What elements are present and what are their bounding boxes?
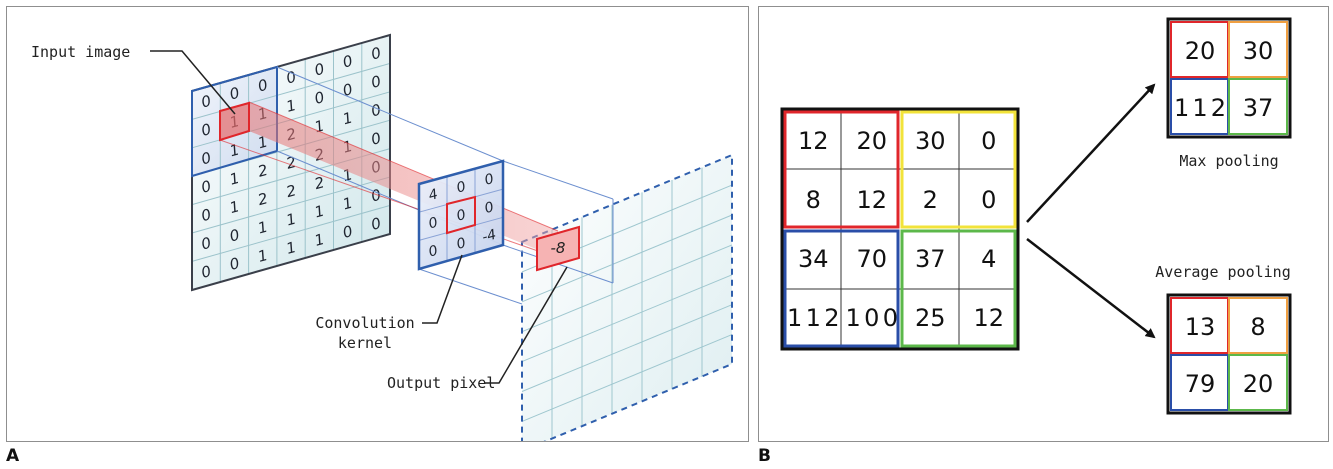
kernel-weight-value: 0 — [455, 207, 468, 225]
kernel-weight-value: 0 — [483, 171, 496, 189]
kernel-weight-value: 0 — [427, 243, 440, 261]
pooling-arrows — [1026, 83, 1156, 339]
input-pixel-value: 1 — [284, 238, 298, 258]
input-pixel-value: 1 — [313, 230, 327, 250]
max-pooling-label: Max pooling — [1179, 152, 1278, 170]
input-pixel-value: 0 — [228, 84, 242, 104]
input-pixel-value: 2 — [256, 189, 270, 209]
input-pixel-value: 0 — [199, 262, 213, 282]
pooling-input-value: 37 — [915, 245, 946, 273]
average-pooling-value: 8 — [1250, 313, 1265, 341]
input-pixel-value: 0 — [369, 100, 383, 120]
kernel-weight-value: 0 — [427, 215, 440, 233]
input-pixel-value: 0 — [369, 44, 383, 64]
average-pooling-label: Average pooling — [1155, 263, 1290, 281]
input-pixel-value: 1 — [228, 140, 242, 160]
input-pixel-value: 1 — [228, 169, 242, 189]
input-pixel-value: 0 — [341, 52, 355, 72]
input-pixel-value: 0 — [199, 234, 213, 254]
average-pooling-value: 79 — [1185, 370, 1216, 398]
pooling-input-value: 2 — [923, 186, 938, 214]
input-receptive-field-highlight — [219, 101, 250, 142]
max-pooling-value: 112 — [1174, 94, 1226, 122]
kernel-center-highlight — [446, 195, 476, 235]
average-pooling-value: 20 — [1243, 370, 1274, 398]
input-pixel-value: 0 — [369, 72, 383, 92]
input-pixel-value: 0 — [199, 205, 213, 225]
input-pixel-value: 0 — [313, 88, 327, 108]
quadrant-top-left — [783, 110, 900, 229]
arrow-to-max-pooling — [1026, 83, 1156, 223]
input-image-label: Input image — [31, 43, 130, 61]
input-pixel-value: 0 — [199, 120, 213, 140]
input-pixel-value: 1 — [284, 210, 298, 230]
input-pixel-value: 1 — [341, 194, 355, 214]
panel-a-letter: A — [6, 446, 20, 466]
input-pixel-value: 0 — [341, 222, 355, 242]
input-pixel-value: 0 — [199, 92, 213, 112]
pooling-input-value: 20 — [856, 127, 887, 155]
pooling-input-value: 12 — [798, 127, 829, 155]
input-pixel-value: 2 — [313, 173, 327, 193]
input-pixel-value: 0 — [228, 226, 242, 246]
kernel-weight-value: 0 — [455, 179, 468, 197]
input-pixel-value: 0 — [369, 214, 383, 234]
input-pixel-value: 0 — [313, 60, 327, 80]
convolution-diagram: 0000000011100001121100122210012221000111… — [31, 33, 733, 453]
pooling-input-value: 4 — [981, 245, 996, 273]
kernel-label-line1: Convolution — [315, 314, 414, 332]
input-pixel-value: 1 — [228, 197, 242, 217]
input-pixel-value: 0 — [199, 177, 213, 197]
kernel-weight-value: 0 — [455, 235, 468, 253]
input-pixel-value: 2 — [284, 181, 298, 201]
output-pixel-value: -8 — [551, 239, 566, 257]
panel-a-convolution: 0000000011100001121100122210012221000111… — [6, 6, 749, 453]
input-pixel-value: 0 — [199, 148, 213, 168]
input-pixel-value: 0 — [256, 76, 270, 96]
input-pixel-value: 1 — [341, 108, 355, 128]
quadrant-bottom-left — [783, 229, 900, 348]
input-pixel-value: 0 — [284, 68, 298, 88]
input-pixel-value: 1 — [313, 202, 327, 222]
panel-b-letter: B — [758, 446, 771, 466]
output-pixel-cell: -8 — [536, 225, 580, 272]
output-feature-map — [521, 153, 733, 453]
input-pixel-value: 1 — [284, 96, 298, 116]
quadrant-bottom-right — [900, 229, 1017, 348]
pooling-input-value: 70 — [856, 245, 887, 273]
pooling-input-value: 100 — [846, 304, 899, 332]
callout-lines — [150, 50, 568, 384]
input-pixel-value: 0 — [228, 254, 242, 274]
pooling-input-value: 12 — [973, 304, 1004, 332]
input-pixel-value: 1 — [256, 218, 270, 238]
kernel-weight-value: 4 — [427, 186, 440, 204]
average-pooling-value: 13 — [1185, 313, 1216, 341]
max-pooling-value: 20 — [1185, 37, 1216, 65]
input-pixel-value: 1 — [256, 246, 270, 266]
arrow-to-average-pooling — [1026, 238, 1156, 339]
pooling-input-value: 12 — [856, 186, 887, 214]
kernel-weight-value: 0 — [483, 199, 496, 217]
input-pixel-value: 2 — [256, 161, 270, 181]
kernel-label-line2: kernel — [338, 334, 392, 352]
input-pixel-value: 0 — [369, 129, 383, 149]
pooling-input-value: 30 — [915, 127, 946, 155]
max-pooling-value: 30 — [1243, 37, 1274, 65]
pooling-input-value: 8 — [806, 186, 821, 214]
pooling-input-value: 34 — [798, 245, 829, 273]
pooling-input-value: 112 — [787, 304, 840, 332]
quadrant-top-right — [900, 110, 1017, 229]
max-pooling-value: 37 — [1243, 94, 1274, 122]
max-pooling-output: 20 30 112 37 — [1166, 17, 1292, 139]
pooling-input-value: 0 — [981, 127, 996, 155]
pooling-input-value: 25 — [915, 304, 946, 332]
pooling-input-value: 0 — [981, 186, 996, 214]
kernel-weight-value: -4 — [480, 227, 498, 246]
output-pixel-label: Output pixel — [387, 374, 495, 392]
